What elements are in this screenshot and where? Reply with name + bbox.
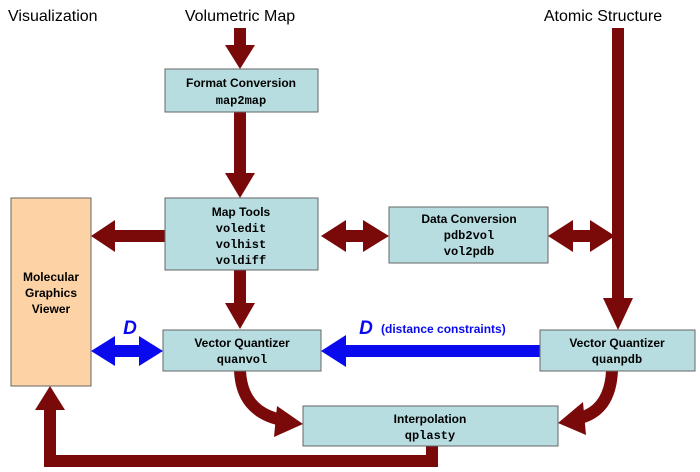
arrow-format-to-maptools (225, 112, 255, 198)
vq-left-title: Vector Quantizer (194, 336, 290, 350)
box-format-conversion: Format Conversion map2map (164, 68, 319, 113)
data-conversion-code-2: vol2pdb (444, 245, 494, 259)
map-tools-title: Map Tools (212, 205, 271, 219)
interpolation-code: qplasty (405, 429, 455, 443)
arrow-vq-right-to-interpolation (558, 370, 618, 435)
map-tools-code-1: voledit (216, 222, 266, 236)
arrow-maptools-to-vq-left (225, 270, 255, 329)
viewer-title-line-1: Molecular (23, 270, 79, 284)
map-tools-code-2: volhist (216, 238, 266, 252)
data-conversion-code-1: pdb2vol (444, 229, 494, 243)
arrow-atomic-to-vq-right (603, 28, 633, 330)
vq-right-title: Vector Quantizer (569, 336, 665, 350)
box-vector-quantizer-left: Vector Quantizer quanvol (162, 329, 322, 372)
vq-left-code: quanvol (217, 353, 267, 367)
arrow-datacon-atomic-bidirectional (548, 220, 615, 252)
arrow-interpolation-to-viewer (35, 386, 438, 467)
interpolation-title: Interpolation (394, 412, 467, 426)
dark-red-arrows (35, 28, 633, 467)
box-interpolation: Interpolation qplasty (302, 405, 559, 447)
vq-right-code: quanpdb (592, 353, 642, 367)
box-molecular-graphics-viewer: Molecular Graphics Viewer (10, 197, 92, 387)
box-map-tools: Map Tools voledit volhist voldiff (164, 197, 319, 271)
arrow-viewer-vq-left-bidirectional (91, 336, 163, 366)
format-conversion-title: Format Conversion (186, 76, 296, 90)
d-label-left: D (123, 318, 137, 339)
viewer-title-line-2: Graphics (25, 286, 77, 300)
header-volumetric-map: Volumetric Map (185, 8, 295, 25)
d-label-right: D (359, 318, 373, 339)
arrow-volmap-to-format (225, 28, 255, 69)
data-conversion-title: Data Conversion (421, 212, 516, 226)
arrow-maptools-to-viewer (91, 220, 165, 252)
viewer-title-line-3: Viewer (32, 302, 71, 316)
map-tools-code-3: voldiff (216, 254, 266, 268)
box-data-conversion: Data Conversion pdb2vol vol2pdb (388, 206, 549, 264)
arrow-vq-left-to-interpolation (234, 370, 303, 437)
format-conversion-code: map2map (216, 94, 266, 108)
distance-constraints-label: (distance constraints) (381, 322, 506, 336)
header-atomic-structure: Atomic Structure (544, 8, 662, 25)
arrow-vq-right-to-vq-left (321, 335, 540, 367)
blue-arrows (91, 335, 540, 367)
box-vector-quantizer-right: Vector Quantizer quanpdb (539, 329, 696, 372)
header-visualization: Visualization (8, 8, 98, 25)
arrow-maptools-datacon-bidirectional (321, 220, 389, 252)
